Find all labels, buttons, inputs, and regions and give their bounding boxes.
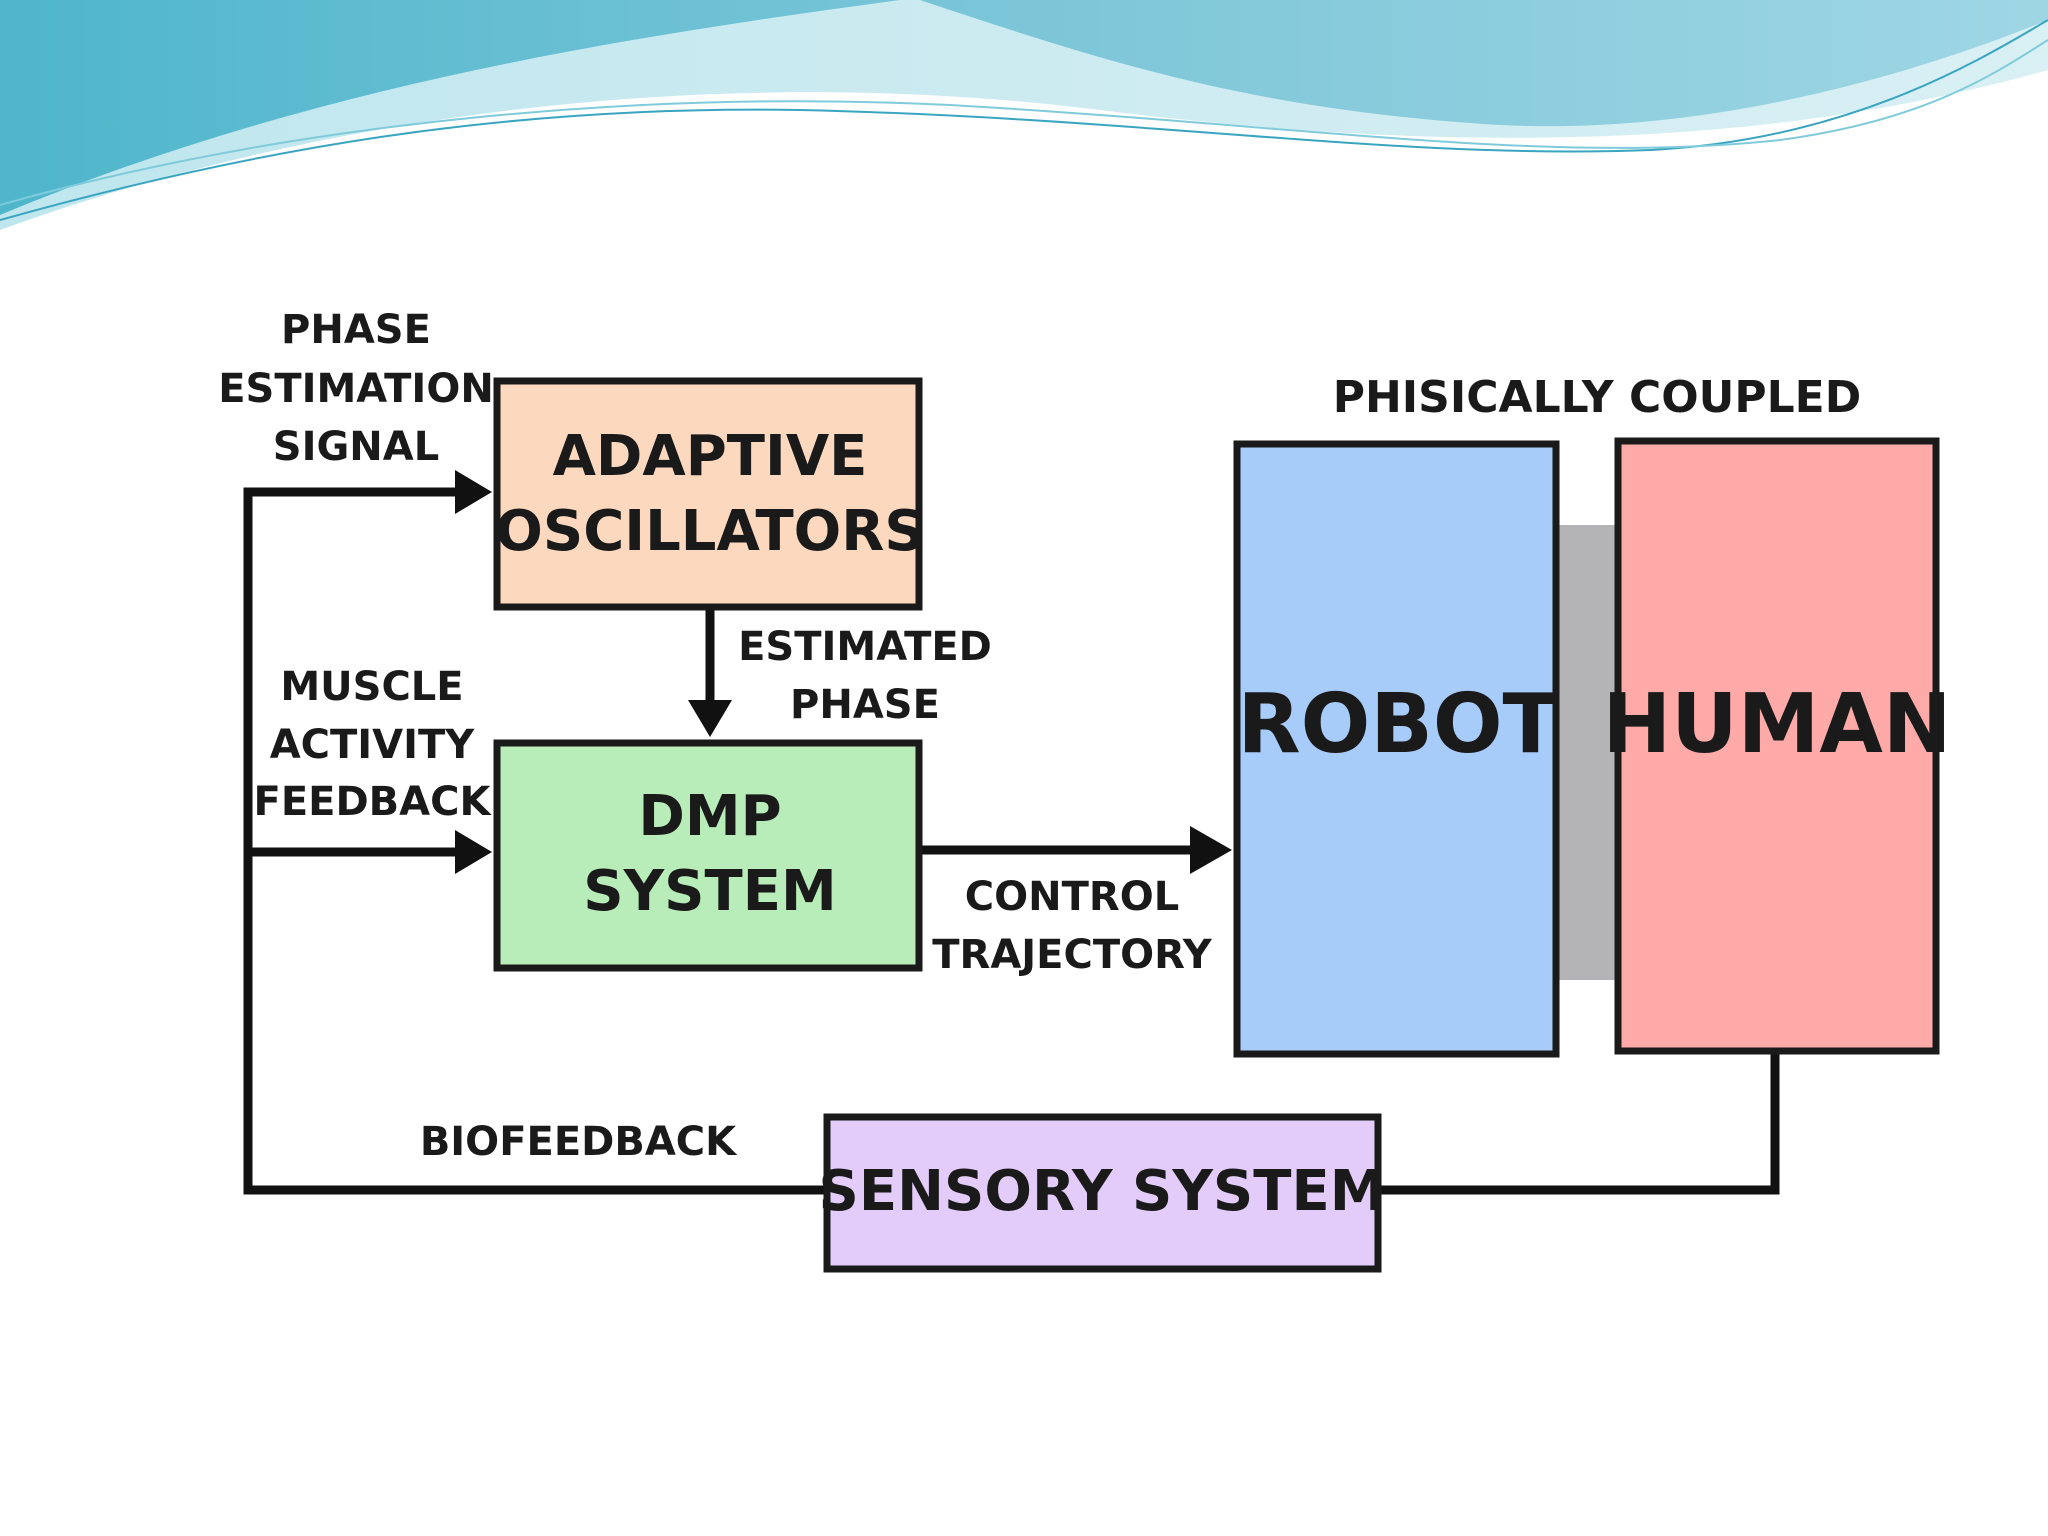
robot-label: ROBOT (1238, 677, 1559, 772)
human-label: HUMAN (1603, 677, 1952, 772)
phase-estimation-signal-line2: ESTIMATION (218, 366, 494, 412)
arrow-heads (455, 470, 1232, 874)
biofeedback-loop-line (243, 487, 825, 1195)
estimated-phase-label: ESTIMATED PHASE (738, 624, 992, 728)
muscle-activity-feedback-label: MUSCLE ACTIVITY FEEDBACK (254, 664, 493, 825)
arrow-into-adaptive-oscillators (455, 470, 492, 514)
sensory-system-box (823, 1113, 1382, 1273)
adaptive-oscillators-label-line1: ADAPTIVE (553, 424, 868, 489)
control-trajectory-line1: CONTROL (965, 874, 1179, 920)
biofeedback-label: BIOFEEDBACK (420, 1119, 738, 1165)
wave-line-1 (0, 19, 2048, 221)
adaptive-oscillators-box (493, 377, 923, 611)
muscle-activity-feedback-line2: ACTIVITY (270, 722, 476, 768)
phase-estimation-signal-line3: SIGNAL (273, 424, 439, 470)
estimated-phase-line2: PHASE (790, 682, 940, 728)
dmp-system-label-line2: SYSTEM (583, 859, 836, 924)
physical-coupling-bar (1556, 525, 1618, 980)
muscle-activity-feedback-line3: FEEDBACK (254, 779, 493, 825)
wave-front (0, 0, 2048, 215)
wave-line-2 (0, 39, 2048, 206)
control-trajectory-label: CONTROL TRAJECTORY (932, 874, 1213, 978)
human-to-sensory-line (1375, 1049, 1780, 1195)
connections (243, 487, 1780, 1195)
dmp-system-label-line1: DMP (638, 784, 781, 849)
dmp-system-box (493, 739, 923, 972)
robot-box (1233, 440, 1560, 1058)
estimated-phase-line1: ESTIMATED (738, 624, 992, 670)
physically-coupled-label: PHISICALLY COUPLED (1333, 372, 1862, 423)
human-box (1614, 437, 1940, 1055)
arrow-into-dmp-system-phase (688, 700, 732, 737)
muscle-activity-feedback-line1: MUSCLE (280, 664, 463, 710)
control-trajectory-line2: TRAJECTORY (932, 932, 1213, 978)
header-wave-decoration (0, 0, 2048, 230)
sensory-system-label: SENSORY SYSTEM (819, 1159, 1386, 1224)
phase-estimation-signal-line1: PHASE (281, 307, 431, 353)
phase-estimation-signal-label: PHASE ESTIMATION SIGNAL (218, 307, 494, 470)
adaptive-oscillators-label-line2: OSCILLATORS (495, 499, 925, 564)
arrow-into-dmp-system-feedback (455, 830, 492, 874)
arrow-into-robot (1190, 826, 1232, 874)
